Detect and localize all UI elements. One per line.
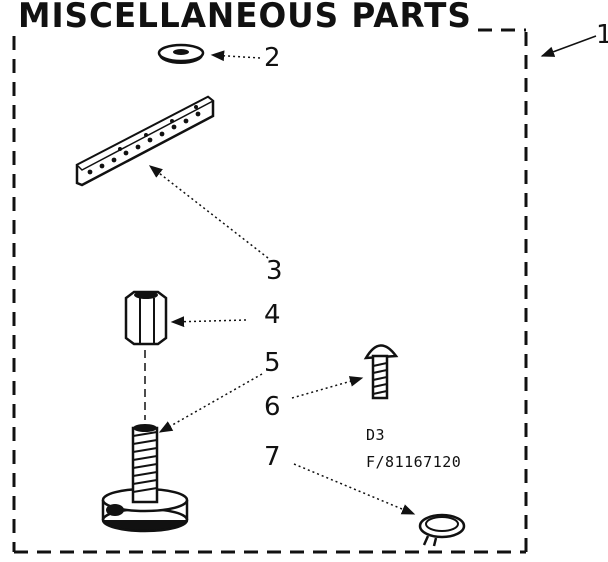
carriage-bolt-part bbox=[363, 344, 399, 400]
callout-1: 1 bbox=[596, 20, 608, 50]
drawing-code: D3 bbox=[366, 426, 386, 444]
callout-6: 6 bbox=[264, 392, 281, 422]
dashed-frame bbox=[12, 28, 528, 554]
perforated-strap-part bbox=[75, 95, 215, 187]
part-number: F/81167120 bbox=[366, 453, 462, 471]
diagram-title: MISCELLANEOUS PARTS bbox=[18, 0, 472, 36]
washer-part bbox=[157, 43, 205, 64]
leader-line-1 bbox=[540, 35, 597, 57]
threaded-stud-part bbox=[101, 424, 189, 533]
callout-7: 7 bbox=[264, 442, 281, 472]
hose-clamp-part bbox=[418, 513, 466, 547]
callout-2: 2 bbox=[264, 43, 281, 73]
callout-5: 5 bbox=[264, 348, 281, 378]
callout-4: 4 bbox=[264, 300, 281, 330]
leader-line-5 bbox=[158, 373, 263, 433]
leader-line-2 bbox=[210, 50, 261, 62]
leader-line-6 bbox=[291, 376, 364, 399]
leader-line-3 bbox=[148, 165, 269, 259]
leader-line-7 bbox=[293, 463, 416, 515]
hex-nut-part bbox=[124, 290, 168, 346]
callout-3: 3 bbox=[266, 256, 283, 286]
leader-line-4 bbox=[170, 316, 247, 328]
